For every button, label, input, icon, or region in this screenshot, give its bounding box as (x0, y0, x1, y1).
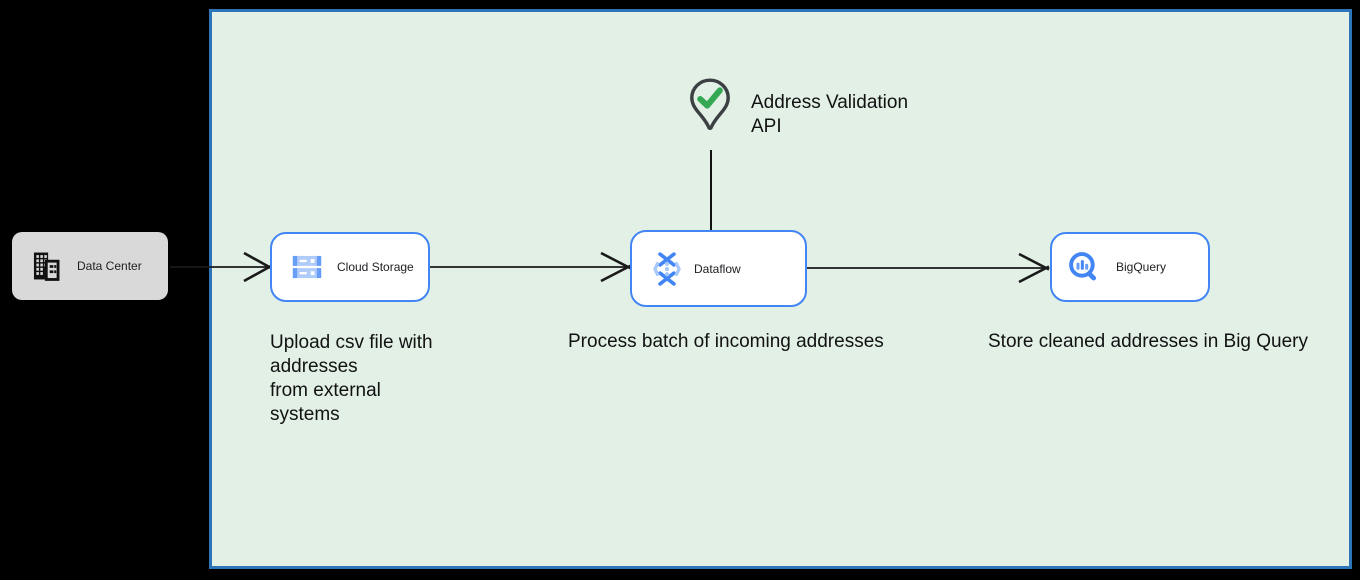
node-label: BigQuery (1116, 260, 1167, 274)
cloud-storage-icon (292, 255, 322, 279)
note-upload-csv: Upload csv file with addresses from exte… (270, 332, 433, 425)
node-dataflow[interactable]: Dataflow (630, 230, 807, 307)
node-data-center[interactable]: Data Center (12, 232, 168, 300)
node-label: Cloud Storage (337, 260, 414, 274)
node-label: Data Center (77, 259, 142, 273)
dataflow-icon (653, 251, 681, 286)
node-cloud-storage[interactable]: Cloud Storage (270, 232, 430, 302)
address-validation-label: Address Validation API (751, 92, 909, 137)
note-store-bigquery: Store cleaned addresses in Big Query (988, 331, 1309, 352)
pin-check-icon[interactable] (686, 77, 734, 137)
note-process-batch: Process batch of incoming addresses (568, 331, 884, 352)
node-bigquery[interactable]: BigQuery (1050, 232, 1210, 302)
bigquery-icon (1069, 252, 1097, 281)
node-label: Dataflow (694, 261, 741, 276)
building-icon (33, 252, 60, 281)
